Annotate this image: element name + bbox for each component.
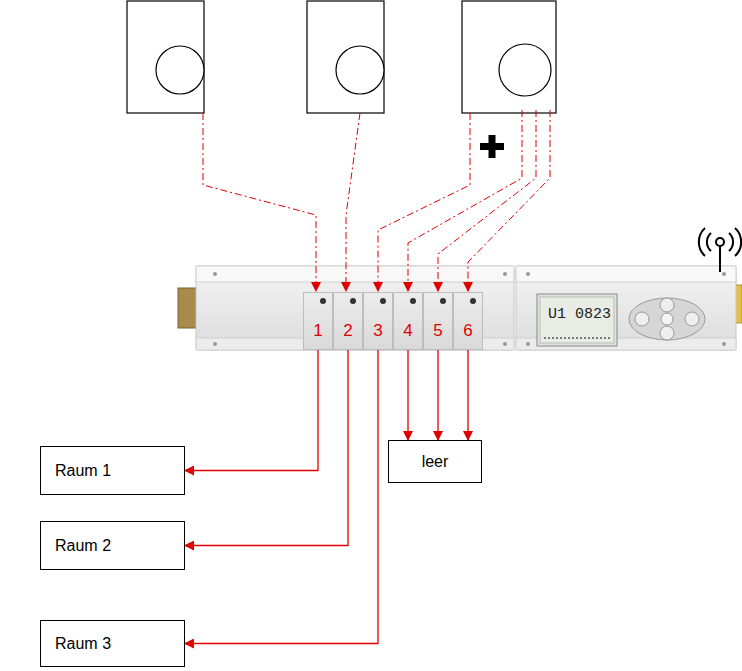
antenna-symbol [699, 228, 741, 272]
channel-number: 1 [313, 321, 322, 341]
sensor-line [203, 110, 550, 291]
thermostat [127, 1, 556, 113]
output-connector [185, 350, 348, 546]
room-box: Raum 2 [40, 521, 185, 570]
output-connector [407, 350, 408, 440]
output-connector [437, 350, 438, 440]
status-led [320, 298, 326, 304]
status-led [380, 298, 386, 304]
output-connector [185, 350, 378, 644]
room-label: leer [422, 453, 449, 471]
channel-module: 4 [393, 292, 423, 350]
channel-number: 2 [343, 321, 352, 341]
room-label: Raum 1 [55, 462, 111, 480]
status-led [410, 298, 416, 304]
channel-module: 2 [333, 292, 363, 350]
room-box: leer [388, 440, 482, 483]
channel-number: 3 [373, 321, 382, 341]
room-box: Raum 1 [40, 446, 185, 495]
room-label: Raum 2 [55, 537, 111, 555]
room-box: Raum 3 [40, 620, 185, 667]
channel-number: 5 [433, 321, 442, 341]
channel-module: 3 [363, 292, 393, 350]
channel-number: 6 [463, 321, 472, 341]
channel-module: 6 [453, 292, 483, 350]
output-connector [467, 350, 468, 440]
status-led [470, 298, 476, 304]
output-connector [185, 350, 318, 471]
display-readout: U1 0823 [548, 306, 611, 323]
channel-module: 5 [423, 292, 453, 350]
controller-housing [178, 266, 742, 350]
status-led [440, 298, 446, 304]
status-led [350, 298, 356, 304]
room-label: Raum 3 [55, 635, 111, 653]
plus-symbol [480, 135, 504, 158]
channel-number: 4 [403, 321, 412, 341]
channel-module: 1 [303, 292, 333, 350]
